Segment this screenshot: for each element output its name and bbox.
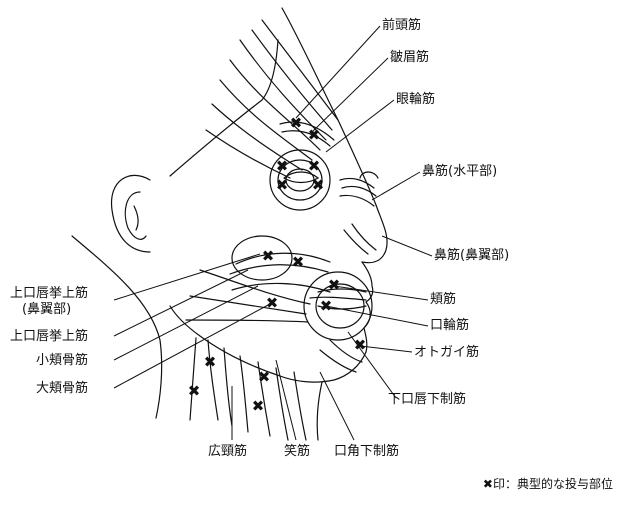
label-orbicularis-oris: 口輪筋 — [430, 318, 470, 333]
svg-text:✖: ✖ — [320, 297, 333, 315]
legend-marker-icon: ✖ — [482, 477, 493, 491]
svg-text:✖: ✖ — [308, 126, 321, 144]
svg-text:✖: ✖ — [312, 176, 325, 194]
svg-text:✖: ✖ — [262, 247, 275, 265]
label-zygomaticus-minor: 小頬骨筋 — [36, 353, 89, 368]
label-levator-labii-alaeque: 上口唇挙上筋 — [10, 286, 89, 301]
svg-text:✖: ✖ — [204, 353, 217, 371]
eye — [283, 171, 320, 184]
eye-muscle-ring — [269, 149, 331, 211]
svg-text:✖: ✖ — [266, 294, 279, 312]
svg-text:✖: ✖ — [308, 157, 321, 175]
jaw-outline — [169, 305, 281, 377]
label-nasalis-transverse: 鼻筋(水平部) — [422, 164, 498, 179]
ear-outline — [110, 174, 151, 253]
label-depressor-anguli: 口角下制筋 — [334, 444, 400, 459]
ear-inner — [124, 191, 147, 240]
svg-text:✖: ✖ — [354, 336, 367, 354]
label-platysma: 広頸筋 — [208, 444, 248, 459]
nose-outline — [361, 204, 388, 264]
label-depressor-labii: 下口唇下制筋 — [388, 392, 467, 407]
label-corrugator: 皺眉筋 — [390, 50, 430, 65]
svg-text:✖: ✖ — [188, 382, 201, 400]
svg-text:✖: ✖ — [290, 114, 303, 132]
svg-text:✖: ✖ — [276, 157, 289, 175]
label-nasalis-alar: 鼻筋(鼻翼部) — [434, 248, 510, 263]
label-risorius: 笑筋 — [284, 444, 311, 459]
hairline — [169, 39, 279, 177]
svg-text:✖: ✖ — [276, 176, 289, 194]
label-levator-labii-alaeque-sub: (鼻翼部) — [22, 302, 72, 317]
label-zygomaticus-major: 大頬骨筋 — [36, 381, 89, 396]
legend-text: 印：典型的な投与部位 — [492, 477, 613, 491]
svg-text:✖: ✖ — [328, 276, 341, 294]
neck-back — [71, 235, 163, 419]
label-buccinator: 頬筋 — [430, 292, 457, 307]
legend: ✖印：典型的な投与部位 — [483, 476, 613, 492]
svg-text:✖: ✖ — [292, 253, 305, 271]
levator-labii-region — [231, 235, 293, 281]
label-levator-labii: 上口唇挙上筋 — [10, 329, 89, 344]
label-frontalis: 前頭筋 — [382, 18, 422, 33]
label-mentalis: オトガイ筋 — [414, 345, 480, 360]
label-orbicularis-oculi: 眼輪筋 — [396, 92, 436, 107]
mouth-line — [309, 296, 367, 301]
injection-markers: ✖ ✖ ✖ ✖ ✖ ✖ ✖ ✖ ✖ ✖ ✖ ✖ ✖ ✖ ✖ ✖ — [188, 114, 367, 415]
mouth-ring — [303, 271, 373, 341]
neck-front — [316, 381, 323, 441]
svg-text:✖: ✖ — [258, 368, 271, 386]
forehead-outline — [281, 7, 377, 206]
upper-lip-outline — [361, 261, 374, 303]
svg-text:✖: ✖ — [252, 397, 265, 415]
